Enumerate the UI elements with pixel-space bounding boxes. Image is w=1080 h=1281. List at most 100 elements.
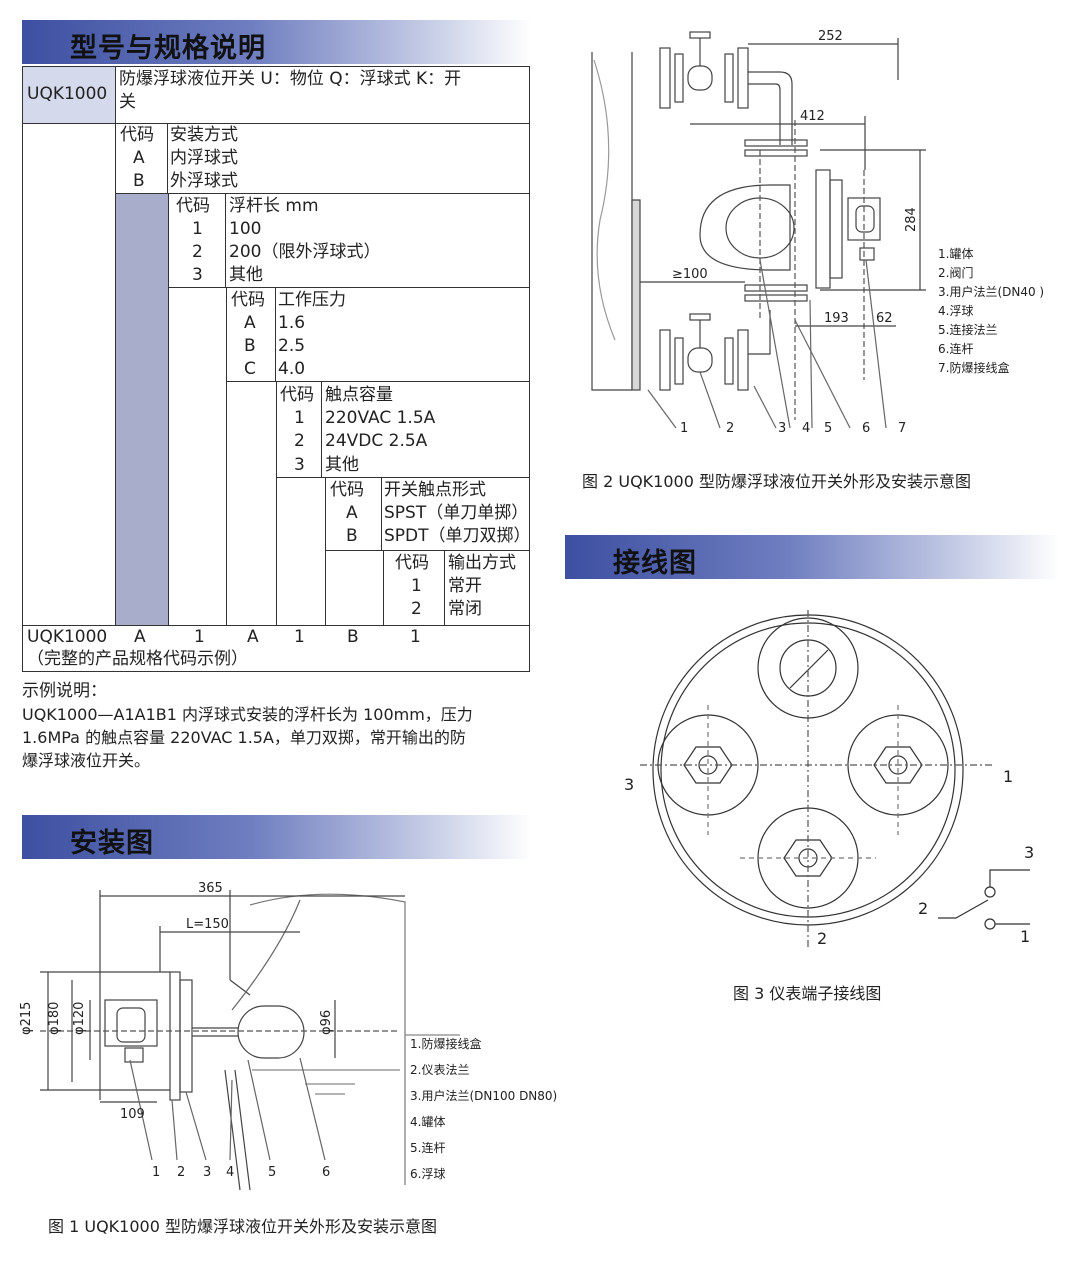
example-code-5: B xyxy=(347,627,359,647)
junction-box-window xyxy=(116,1007,146,1043)
blank-column-2 xyxy=(168,287,227,626)
example-line-2: 1.6MPa 的触点容量 220VAC 1.5A，单刀双掷，常开输出的防 xyxy=(22,728,466,747)
rod-code-label: 代码 xyxy=(176,196,210,216)
contact-code-1: 1 xyxy=(294,408,305,428)
section-title-model: 型号与规格说明 xyxy=(70,33,266,64)
flange-bot-1 xyxy=(659,329,671,391)
cable-gland xyxy=(124,1047,144,1063)
example-code-6: 1 xyxy=(410,627,421,647)
pressure-divider xyxy=(275,287,276,382)
tank-body-outline xyxy=(249,893,406,1185)
figure-1-caption: 图 1 UQK1000 型防爆浮球液位开关外形及安装示意图 xyxy=(48,1217,437,1236)
figure-2-caption: 图 2 UQK1000 型防爆浮球液位开关外形及安装示意图 xyxy=(582,472,971,491)
mount-title: 安装方式 xyxy=(170,125,238,145)
fig1-legend-4: 4.罐体 xyxy=(410,1115,445,1129)
fig2-num-7: 7 xyxy=(898,421,906,436)
blank-column-5 xyxy=(325,550,384,626)
dim-label-109: 109 xyxy=(120,1107,145,1122)
contact-title: 触点容量 xyxy=(325,385,393,405)
fig2-legend-3: 3.用户法兰(DN40 ) xyxy=(938,284,1044,299)
valve-top xyxy=(687,65,713,91)
rod-divider xyxy=(225,193,226,288)
switch-contact-3 xyxy=(984,886,996,898)
contact-item-3: 其他 xyxy=(325,455,359,475)
gray-column-1 xyxy=(115,193,169,626)
fig1-num-1: 1 xyxy=(152,1165,160,1180)
dim-label-252: 252 xyxy=(818,29,843,44)
dim-label-365: 365 xyxy=(198,881,223,896)
dim-label-180: φ180 xyxy=(47,1002,62,1035)
mount-divider xyxy=(167,123,168,194)
mount-code-label: 代码 xyxy=(120,125,154,145)
float-ball xyxy=(237,1005,305,1059)
fig2-legend-5: 5.连接法兰 xyxy=(938,322,997,337)
fig2-num-2: 2 xyxy=(726,421,734,436)
section-band-model: 型号与规格说明 xyxy=(22,20,532,64)
rod-item-1: 100 xyxy=(229,219,262,239)
switch-item-b: SPDT（单刀双掷） xyxy=(384,526,531,546)
section-band-wiring: 接线图 xyxy=(565,535,1060,579)
connecting-flange xyxy=(815,169,831,289)
terminal-right-nut xyxy=(873,746,923,784)
example-code-1: A xyxy=(134,627,146,647)
fig1-legend-3: 3.用户法兰(DN100 DN80) xyxy=(410,1088,557,1103)
blank-column-3 xyxy=(226,381,277,626)
switch-label-2: 2 xyxy=(918,899,928,918)
fig1-legend-1: 1.防爆接线盒 xyxy=(410,1036,481,1051)
switch-contact-1 xyxy=(984,918,996,930)
pressure-code-label: 代码 xyxy=(231,290,265,310)
lower-pipe xyxy=(748,310,771,355)
fig1-num-3: 3 xyxy=(203,1165,211,1180)
figure-1-diagram: 365 L=150 φ215 φ180 φ120 φ96 109 1 2 3 4… xyxy=(19,881,557,1191)
tank-body xyxy=(591,52,633,391)
output-code-1: 1 xyxy=(411,576,422,596)
rod-item-2: 200（限外浮球式） xyxy=(229,242,381,262)
pressure-code-b: B xyxy=(244,336,256,356)
dim-label-100: ≥100 xyxy=(672,267,708,282)
chamber-flange-top xyxy=(744,139,808,147)
rod-item-3: 其他 xyxy=(229,265,263,285)
switch-item-a: SPST（单刀单掷） xyxy=(384,503,529,523)
chamber-flange-bottom xyxy=(744,284,808,292)
fig2-legend-2: 2.阀门 xyxy=(938,265,973,280)
dim-label-412: 412 xyxy=(800,109,825,124)
switch-code-b: B xyxy=(346,526,358,546)
user-flange xyxy=(179,979,193,1093)
terminal-label-3: 3 xyxy=(624,775,634,794)
fig1-num-5: 5 xyxy=(268,1165,276,1180)
pressure-item-a: 1.6 xyxy=(278,313,306,333)
mount-item-a: 内浮球式 xyxy=(170,148,238,168)
pressure-item-c: 4.0 xyxy=(278,359,306,379)
example-code-row xyxy=(22,625,530,672)
contact-divider xyxy=(321,381,322,478)
dim-label-l150: L=150 xyxy=(186,917,229,932)
output-item-1: 常开 xyxy=(448,576,482,596)
fig1-num-2: 2 xyxy=(177,1165,185,1180)
junction-box xyxy=(104,999,158,1047)
fig2-legend-1: 1.罐体 xyxy=(938,247,973,261)
mount-item-b: 外浮球式 xyxy=(170,171,238,191)
terminal-label-2: 2 xyxy=(817,929,827,948)
terminal-bottom-nut xyxy=(783,839,833,877)
tank-edge xyxy=(229,890,251,996)
tank-wall xyxy=(231,899,301,1011)
flange-top-1 xyxy=(659,47,671,109)
spec-table: UQK1000 防爆浮球液位开关 U：物位 Q：浮球式 K：开 关 代码 A B… xyxy=(22,66,531,672)
example-code-2: 1 xyxy=(194,627,205,647)
switch-code-label: 代码 xyxy=(330,480,364,500)
dim-label-62: 62 xyxy=(876,311,893,326)
valve-bottom xyxy=(687,347,713,373)
header-desc-line1: 防爆浮球液位开关 U：物位 Q：浮球式 K：开 xyxy=(119,69,462,89)
fig1-legend-2: 2.仪表法兰 xyxy=(410,1063,469,1077)
mount-code-a: A xyxy=(133,148,145,168)
switch-divider xyxy=(381,477,382,551)
header-code-cell xyxy=(22,66,116,124)
fig1-legend-5: 5.连杆 xyxy=(410,1140,445,1155)
example-code-4: 1 xyxy=(294,627,305,647)
dim-label-193: 193 xyxy=(824,311,849,326)
fig2-legend-4: 4.浮球 xyxy=(938,304,973,318)
section-title-install: 安装图 xyxy=(70,828,154,859)
figure-3-caption: 图 3 仪表端子接线图 xyxy=(733,984,882,1003)
upper-pipe xyxy=(748,71,793,145)
example-code-3: A xyxy=(247,627,259,647)
